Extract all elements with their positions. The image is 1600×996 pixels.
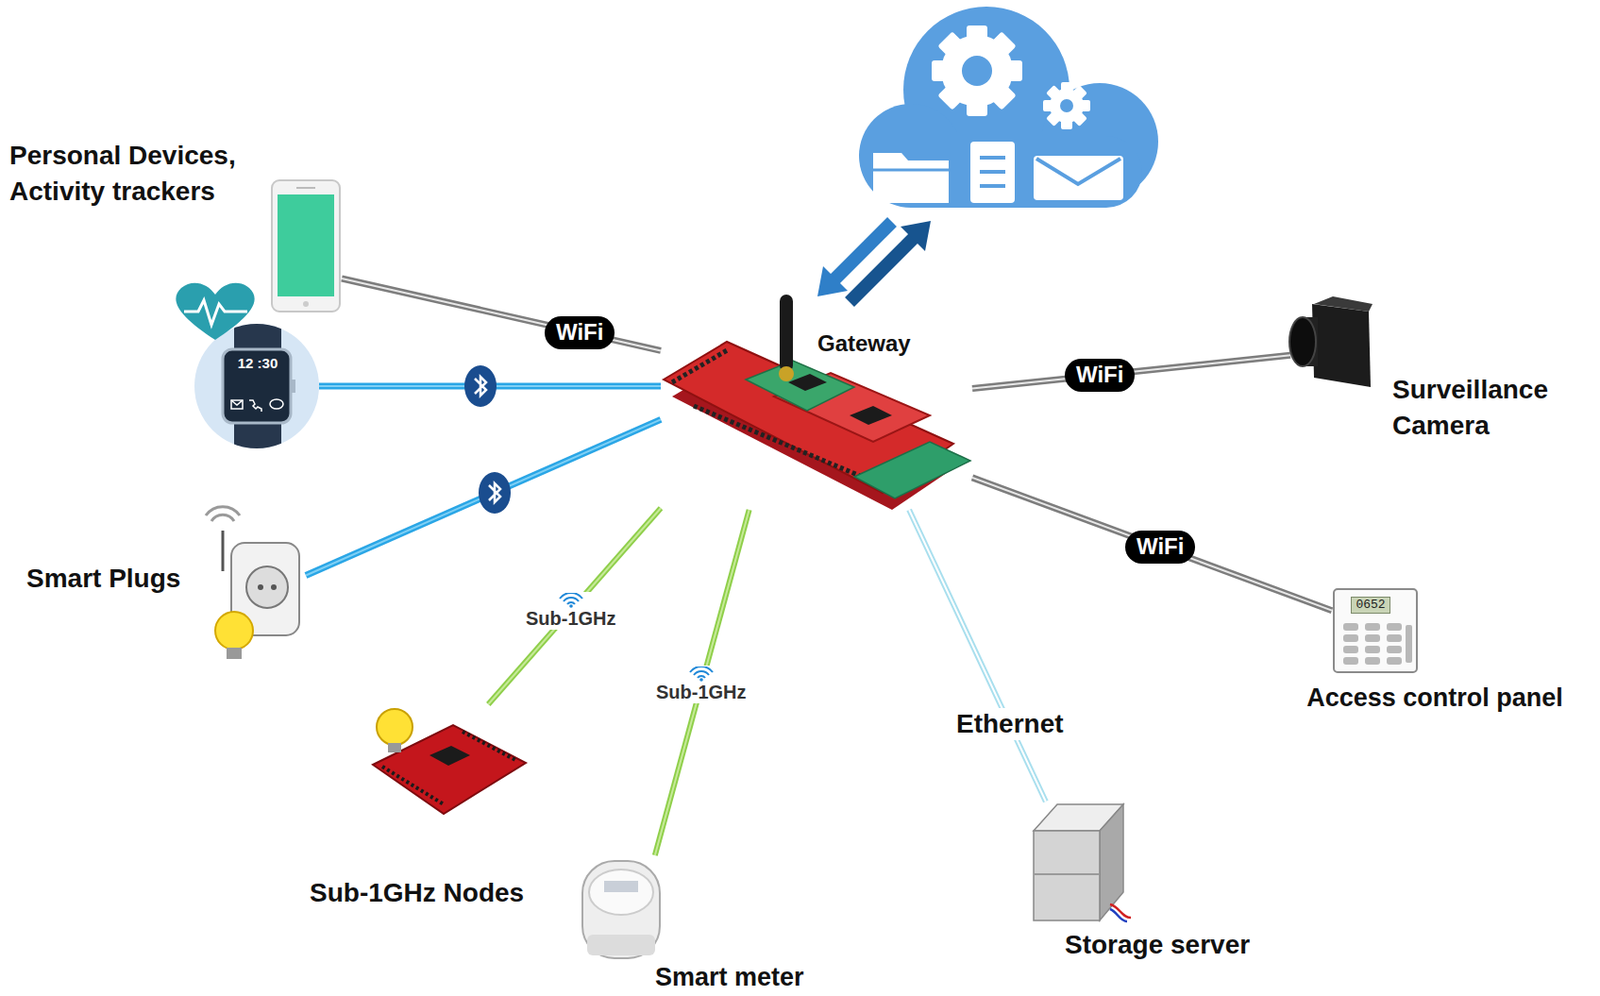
surveillance-camera: Surveillance Camera xyxy=(1290,295,1373,393)
camera-icon xyxy=(1289,296,1373,388)
gateway-illustration xyxy=(663,294,971,510)
smart-plug-icon xyxy=(205,506,300,659)
cloud-link-arrows xyxy=(817,220,931,303)
smartwatch: 12 :30 xyxy=(194,323,320,449)
gateway-label: Gateway xyxy=(817,330,911,357)
link-label-text: Sub-1GHz xyxy=(525,607,617,629)
smartwatch-icon xyxy=(175,283,320,449)
cloud-icon xyxy=(858,6,1159,208)
device-label: Storage server xyxy=(1064,929,1250,960)
device-label: Smart Plugs xyxy=(26,563,181,594)
device-label: Smart meter xyxy=(655,962,805,992)
link-line xyxy=(909,509,1046,802)
wifi-badge: WiFi xyxy=(544,316,615,350)
smart-plug: Smart Plugs xyxy=(214,505,306,664)
signal-icon xyxy=(689,666,714,682)
link-line xyxy=(341,278,661,351)
link-label-text: Ethernet xyxy=(956,708,1064,739)
device-label: Sub-1GHz Nodes xyxy=(309,877,524,909)
storage-server-icon xyxy=(1033,804,1131,922)
device-label: Surveillance Camera xyxy=(1392,371,1586,444)
link-label-text: WiFi xyxy=(1076,361,1124,388)
link-label-text: WiFi xyxy=(1136,533,1184,559)
signal-icon xyxy=(558,592,584,608)
link-line xyxy=(655,509,750,856)
sub-1ghz-node: Sub-1GHz Nodes xyxy=(367,704,526,817)
band-label: Sub-1GHz xyxy=(522,591,621,630)
link-label-text: Sub-1GHz xyxy=(656,681,747,703)
link-line xyxy=(305,419,661,575)
watch-time: 12 :30 xyxy=(237,354,279,371)
device-label: Personal Devices, Activity trackers xyxy=(9,137,284,210)
smart-meter: Smart meter xyxy=(576,855,664,963)
wifi-badge: WiFi xyxy=(1064,358,1135,392)
wifi-badge: WiFi xyxy=(1125,530,1196,564)
phone-device: Personal Devices, Activity trackers xyxy=(269,178,342,314)
bluetooth-symbol xyxy=(478,471,511,514)
access-control-panel: 0652Access control panel xyxy=(1331,587,1419,674)
storage-server: Storage server xyxy=(1030,801,1129,924)
link-line xyxy=(972,477,1332,611)
smart-meter-icon xyxy=(582,860,660,959)
device-label: Access control panel xyxy=(1306,683,1564,713)
band-label: Sub-1GHz xyxy=(652,665,751,704)
panel-display: 0652 xyxy=(1350,596,1390,615)
link-label: Ethernet xyxy=(951,707,1069,741)
phone-icon xyxy=(271,180,340,312)
sub-1ghz-board-icon xyxy=(372,708,526,814)
link-label-text: WiFi xyxy=(555,319,604,345)
gateway-board: Gateway xyxy=(660,325,973,510)
link-line xyxy=(488,507,661,705)
access-panel-icon xyxy=(1333,589,1417,673)
bluetooth-symbol xyxy=(464,365,497,407)
